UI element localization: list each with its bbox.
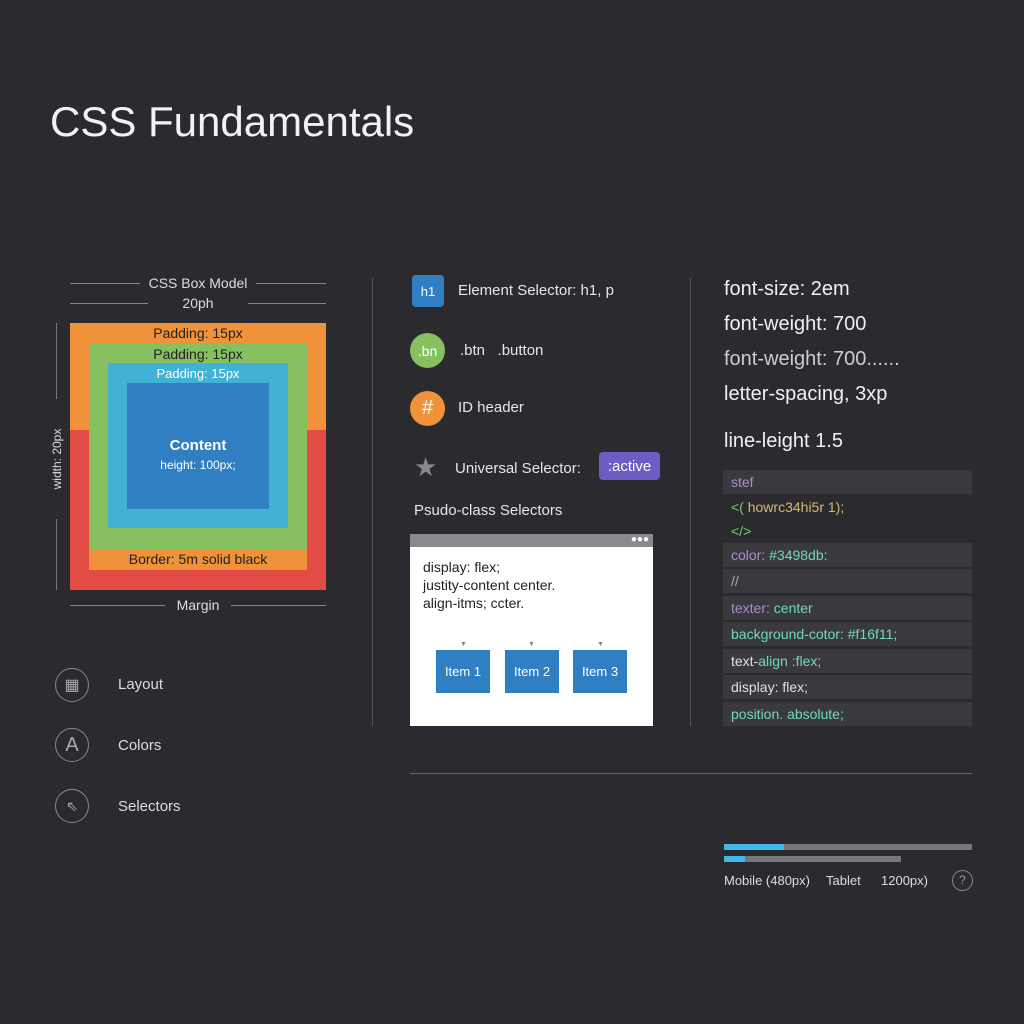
id-selector-badge: # (410, 391, 445, 426)
nav-colors-label[interactable]: Colors (118, 737, 162, 754)
breakpoint-bar-2 (724, 856, 901, 862)
cursor-icon: ⇖ (55, 789, 89, 823)
pseudo-class-heading: Psudo-class Selectors (414, 502, 563, 519)
arrow-icon: ▼ (460, 641, 467, 648)
element-selector-badge: h1 (412, 275, 444, 307)
padding-label-inner: Padding: 15px (156, 366, 240, 381)
grid-icon: ▦ (55, 668, 89, 702)
universal-selector-label: Universal Selector: (455, 460, 581, 477)
window-dots-icon: ●●● (410, 534, 653, 547)
arrow-icon: ▼ (597, 641, 604, 648)
code-row: background-cotor: #f16f11; (723, 622, 972, 646)
desktop-label: 1200px) (881, 873, 928, 888)
nav-selectors[interactable]: ⇖ (55, 789, 89, 823)
letter-a-icon: A (55, 728, 89, 762)
divider (372, 278, 373, 726)
nav-layout[interactable]: ▦ (55, 668, 89, 702)
preview-line: justity-content center. (423, 577, 556, 593)
box-bottom-dimension: Margin (70, 597, 326, 613)
nav-selectors-label[interactable]: Selectors (118, 798, 181, 815)
divider (690, 278, 691, 726)
content-label: Content (169, 437, 227, 454)
page-title: CSS Fundamentals (50, 98, 415, 145)
preview-line: align-itms; ccter. (423, 595, 525, 611)
prop-line-height: line-leight 1.5 (724, 430, 843, 452)
box-model-heading: CSS Box Model (70, 275, 326, 291)
box-side-dimension: width: 20px (50, 399, 64, 519)
padding-label-outer: Padding: 15px (153, 325, 243, 341)
border-box: Border: 5m solid black (89, 549, 307, 570)
code-row: text-align :flex; (723, 649, 972, 673)
flex-item-3: Item 3 (573, 650, 627, 693)
content-box: Content height: 100px; (127, 383, 269, 509)
prop-font-weight: font-weight: 700 (724, 313, 867, 335)
class-selector-label: .btn .button (460, 342, 544, 359)
nav-colors[interactable]: A (55, 728, 89, 762)
preview-line: display: flex; (423, 559, 501, 575)
class-selector-badge: .bn (410, 333, 445, 368)
flex-item-2: Item 2 (505, 650, 559, 693)
code-row: stef (723, 470, 972, 494)
bar-fill (724, 856, 746, 862)
nav-layout-label[interactable]: Layout (118, 676, 164, 693)
code-row: <( howrc34hi5r 1); (731, 499, 845, 515)
code-row: // (723, 569, 972, 593)
preview-window: ●●● display: flex; justity-content cente… (410, 534, 653, 726)
flex-item-1: Item 1 (436, 650, 490, 693)
padding-label-middle: Padding: 15px (153, 346, 243, 362)
code-row: color: #3498db: (723, 543, 972, 567)
code-row: display: flex; (723, 675, 972, 699)
prop-font-size: font-size: 2em (724, 278, 850, 300)
code-row: position. absolute; (723, 702, 972, 726)
code-row: texter: center (723, 596, 972, 620)
prop-font-weight-2: font-weight: 700...... (724, 348, 900, 370)
star-icon: ★ (414, 452, 438, 482)
content-sub-label: height: 100px; (160, 458, 236, 472)
bar-fill (724, 844, 784, 850)
active-badge[interactable]: :active (599, 452, 660, 480)
mobile-label: Mobile (480px) (724, 873, 810, 888)
arrow-icon: ▼ (528, 641, 535, 648)
prop-letter-spacing: letter-spacing, 3xp (724, 383, 888, 405)
code-row: </> (731, 523, 752, 539)
help-icon[interactable]: ? (952, 870, 973, 891)
box-top-dimension: 20ph (70, 295, 326, 311)
breakpoint-bar-1 (724, 844, 972, 850)
element-selector-label: Element Selector: h1, p (458, 282, 614, 299)
border-label: Border: 5m solid black (128, 551, 268, 567)
divider (410, 773, 972, 774)
id-selector-label: ID header (458, 399, 524, 416)
tablet-label: Tablet (826, 873, 861, 888)
